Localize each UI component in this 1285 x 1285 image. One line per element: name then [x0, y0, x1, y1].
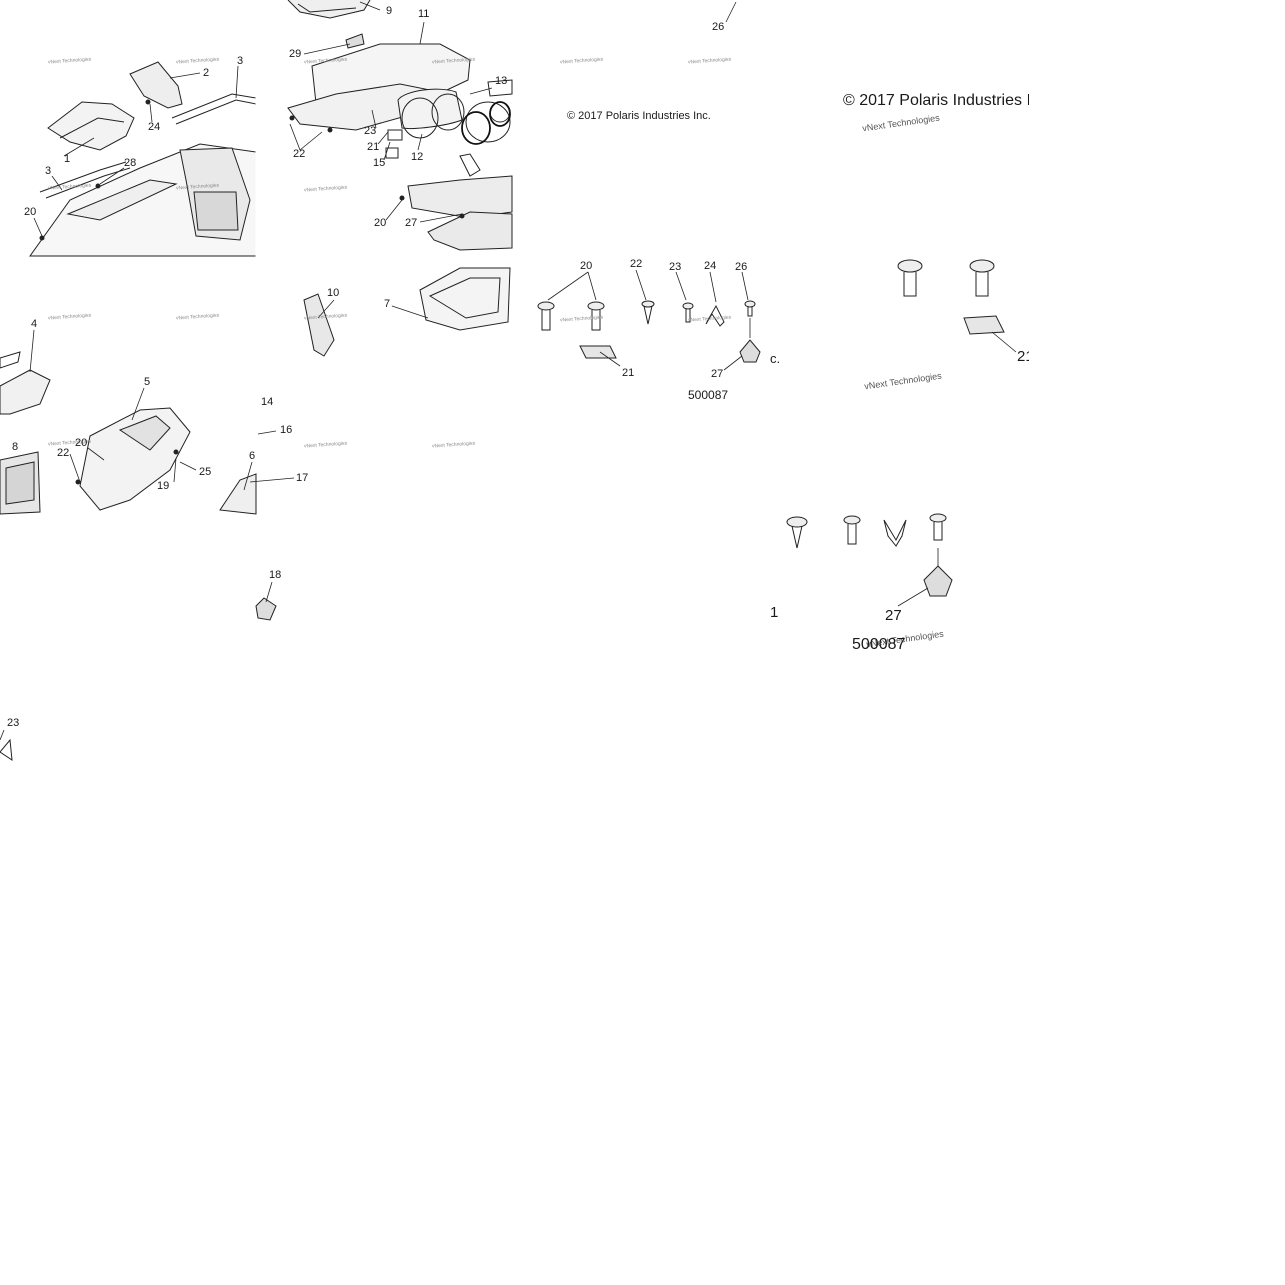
- callout-20: 20: [75, 437, 88, 449]
- callout-3: 3: [45, 165, 52, 177]
- callout-24: 24: [148, 121, 161, 133]
- callout-20: 20: [24, 206, 37, 218]
- callout-15: 15: [373, 157, 386, 169]
- tile-hardware-small: [537, 300, 761, 363]
- callout-23: 23: [669, 261, 682, 273]
- callout-8: 8: [12, 441, 19, 453]
- callout-16: 16: [280, 424, 293, 436]
- part-number-small: 500087: [688, 388, 729, 402]
- callout-23: 23: [364, 125, 377, 137]
- callout-1: 1: [64, 153, 71, 165]
- callout-26: 26: [735, 261, 748, 273]
- tile-front-panels: [29, 61, 257, 257]
- tile-side-panels: [0, 351, 277, 762]
- callout-9: 9: [386, 5, 393, 17]
- callout-13: 13: [495, 75, 508, 87]
- callout-2: 2: [203, 67, 210, 79]
- callout-22: 22: [57, 447, 70, 459]
- tile-dash-assembly: [287, 0, 513, 357]
- callout-22: 22: [630, 258, 643, 270]
- callout-7: 7: [384, 298, 391, 310]
- callout-19: 19: [157, 480, 170, 492]
- callout-11: 11: [418, 8, 430, 20]
- callout-18: 18: [269, 569, 282, 581]
- tile-hardware-large-top: [897, 259, 1005, 335]
- callout-12: 12: [411, 151, 424, 163]
- tile-hardware-large-bottom: [786, 513, 953, 597]
- callout-23: 23: [7, 717, 20, 729]
- copyright-notice-large: © 2017 Polaris Industries Inc: [843, 92, 1029, 109]
- callout-c: c.: [770, 351, 781, 366]
- callout-4: 4: [31, 318, 38, 330]
- callout-17: 17: [296, 472, 309, 484]
- callout-26: 26: [712, 21, 725, 33]
- callout-3: 3: [237, 55, 244, 67]
- tile-separators: [0, 0, 517, 518]
- callout-25: 25: [199, 466, 212, 478]
- callout-10: 10: [327, 287, 340, 299]
- callout-21: 21: [622, 367, 635, 379]
- callout-22: 22: [293, 148, 306, 160]
- callout-5: 5: [144, 376, 151, 388]
- callout-28: 28: [124, 157, 137, 169]
- callout-27: 27: [711, 368, 724, 380]
- callout-1: 1: [770, 604, 779, 621]
- callout-27: 27: [405, 217, 418, 229]
- callout-20: 20: [374, 217, 387, 229]
- callout-21: 21: [367, 141, 380, 153]
- callout-27: 27: [885, 607, 902, 624]
- callout-6: 6: [249, 450, 256, 462]
- part-number-large: 500087: [852, 636, 906, 653]
- copyright-notice-small: © 2017 Polaris Industries Inc.: [567, 110, 711, 122]
- callout-29: 29: [289, 48, 302, 60]
- gasket-rings: [461, 101, 511, 145]
- callout-20: 20: [580, 260, 593, 272]
- leader-lines: [0, 1, 1017, 741]
- callout-21: 21: [1017, 349, 1029, 365]
- callout-24: 24: [704, 260, 717, 272]
- callout-14: 14: [261, 396, 274, 408]
